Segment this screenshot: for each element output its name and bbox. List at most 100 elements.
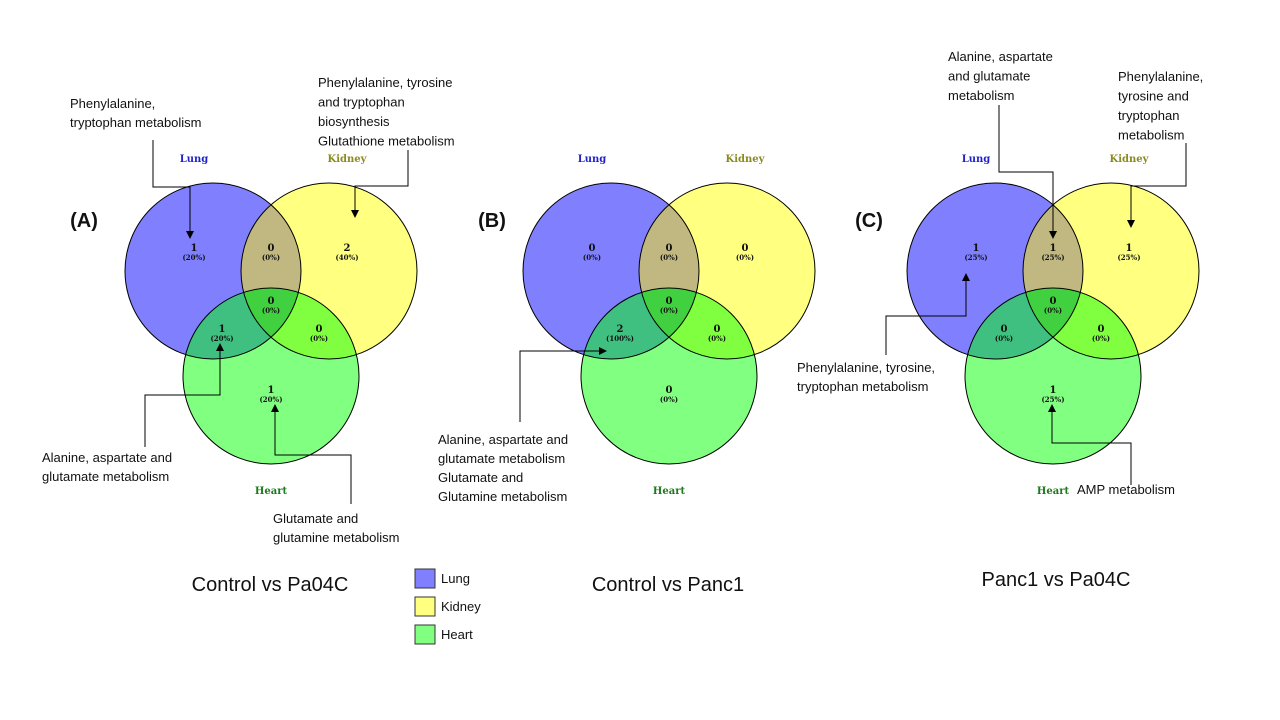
- region-pct-lung_heart: (20%): [210, 334, 233, 343]
- region-pct-lung_kidney: (0%): [660, 253, 678, 262]
- annotation-arrow: [271, 404, 352, 504]
- annotation-line: glutamate metabolism: [438, 451, 565, 466]
- region-pct-kidney_only: (25%): [1117, 253, 1140, 262]
- annotation-line: Alanine, aspartate and: [42, 450, 172, 465]
- annotation-arrow: [1127, 143, 1187, 228]
- region-pct-kidney_heart: (0%): [1092, 334, 1110, 343]
- region-pct-all: (0%): [1044, 306, 1062, 315]
- annotation-arrow: [152, 140, 194, 239]
- region-pct-all: (0%): [660, 306, 678, 315]
- region-pct-heart_only: (20%): [259, 395, 282, 404]
- lung-heart-overlap: [965, 288, 1083, 359]
- annotation-0-2: Alanine, aspartate and glutamate metaboli…: [42, 450, 172, 484]
- annotation-line: biosynthesis: [318, 114, 390, 129]
- set-label-heart: Heart: [1037, 486, 1070, 497]
- heart-circle-outline: [580, 287, 758, 465]
- panel-label: (B): [478, 210, 506, 232]
- lung-circle-outline: [522, 182, 700, 360]
- annotation-arrow: [998, 105, 1057, 239]
- annotation-line: Glutamine metabolism: [438, 489, 567, 504]
- annotation-arrow: [519, 347, 607, 422]
- set-label-kidney: Kidney: [726, 154, 766, 165]
- heart-circle-outline: [182, 287, 360, 465]
- region-count-lung_heart: 0: [1001, 324, 1008, 335]
- annotation-line: metabolism: [1118, 128, 1184, 143]
- region-pct-kidney_only: (0%): [736, 253, 754, 262]
- region-count-all: 0: [268, 296, 275, 307]
- set-label-lung: Lung: [578, 154, 607, 165]
- panel-caption: Panc1 vs Pa04C: [982, 569, 1131, 591]
- annotation-2-3: AMP metabolism: [1077, 482, 1175, 497]
- annotation-line: tryptophan metabolism: [70, 115, 202, 130]
- region-pct-lung_kidney: (25%): [1041, 253, 1064, 262]
- legend-swatch-heart: [414, 624, 436, 645]
- panel-label: (C): [855, 210, 883, 232]
- region-pct-kidney_only: (40%): [335, 253, 358, 262]
- panel-label: (A): [70, 210, 98, 232]
- kidney-heart-overlap: [639, 288, 757, 359]
- annotation-line: glutamate metabolism: [42, 469, 169, 484]
- annotation-line: AMP metabolism: [1077, 482, 1175, 497]
- kidney-circle-outline: [240, 182, 418, 360]
- region-pct-kidney_heart: (0%): [708, 334, 726, 343]
- annotation-line: Phenylalanine, tyrosine: [318, 75, 452, 90]
- set-label-kidney: Kidney: [328, 154, 368, 165]
- annotation-line: tryptophan: [1118, 108, 1179, 123]
- region-pct-heart_only: (0%): [660, 395, 678, 404]
- set-label-kidney: Kidney: [1110, 154, 1150, 165]
- region-count-kidney_heart: 0: [1098, 324, 1105, 335]
- lung-heart-overlap: [581, 288, 699, 359]
- annotation-line: tryptophan metabolism: [797, 379, 929, 394]
- region-count-kidney_heart: 0: [714, 324, 721, 335]
- annotation-line: glutamine metabolism: [273, 530, 399, 545]
- region-count-kidney_only: 1: [1126, 243, 1133, 254]
- annotation-arrow: [885, 273, 970, 355]
- annotation-line: Alanine, aspartate and: [438, 432, 568, 447]
- heart-circle-outline: [964, 287, 1142, 465]
- annotation-line: Phenylalanine,: [1118, 69, 1203, 84]
- annotation-line: and glutamate: [948, 69, 1030, 84]
- panel-caption: Control vs Pa04C: [192, 574, 349, 596]
- region-pct-lung_heart: (0%): [995, 334, 1013, 343]
- annotation-line: Phenylalanine, tyrosine,: [797, 360, 935, 375]
- region-pct-kidney_heart: (0%): [310, 334, 328, 343]
- kidney-heart-overlap: [241, 288, 359, 359]
- region-count-lung_kidney: 0: [268, 243, 275, 254]
- region-count-heart_only: 0: [666, 385, 673, 396]
- region-count-lung_heart: 1: [219, 324, 226, 335]
- panel-caption: Control vs Panc1: [592, 574, 744, 596]
- set-label-lung: Lung: [962, 154, 991, 165]
- annotation-0-3: Glutamate and glutamine metabolism: [273, 511, 399, 545]
- region-count-kidney_only: 0: [742, 243, 749, 254]
- region-pct-lung_only: (20%): [182, 253, 205, 262]
- legend-label-heart: Heart: [441, 627, 473, 642]
- region-pct-lung_only: (0%): [583, 253, 601, 262]
- legend-label-kidney: Kidney: [441, 599, 481, 614]
- annotation-arrow: [1048, 404, 1132, 485]
- kidney-heart-overlap: [1023, 288, 1141, 359]
- region-count-lung_heart: 2: [617, 324, 624, 335]
- set-label-heart: Heart: [255, 486, 288, 497]
- region-count-lung_kidney: 0: [666, 243, 673, 254]
- annotation-line: and tryptophan: [318, 95, 405, 110]
- region-count-kidney_heart: 0: [316, 324, 323, 335]
- region-count-lung_only: 1: [191, 243, 198, 254]
- region-pct-lung_only: (25%): [964, 253, 987, 262]
- annotation-line: Glutamate and: [438, 470, 523, 485]
- annotation-line: Glutamate and: [273, 511, 358, 526]
- lung-circle-outline: [124, 182, 302, 360]
- annotation-arrow: [351, 150, 409, 218]
- legend-swatch-kidney: [414, 596, 436, 617]
- set-label-heart: Heart: [653, 486, 686, 497]
- annotation-arrow: [144, 343, 224, 447]
- region-count-all: 0: [1050, 296, 1057, 307]
- region-pct-lung_heart: (100%): [606, 334, 634, 343]
- region-count-lung_only: 0: [589, 243, 596, 254]
- annotation-line: Alanine, aspartate: [948, 49, 1053, 64]
- region-count-heart_only: 1: [268, 385, 275, 396]
- annotation-1-0: Alanine, aspartate and glutamate metaboli…: [438, 432, 568, 504]
